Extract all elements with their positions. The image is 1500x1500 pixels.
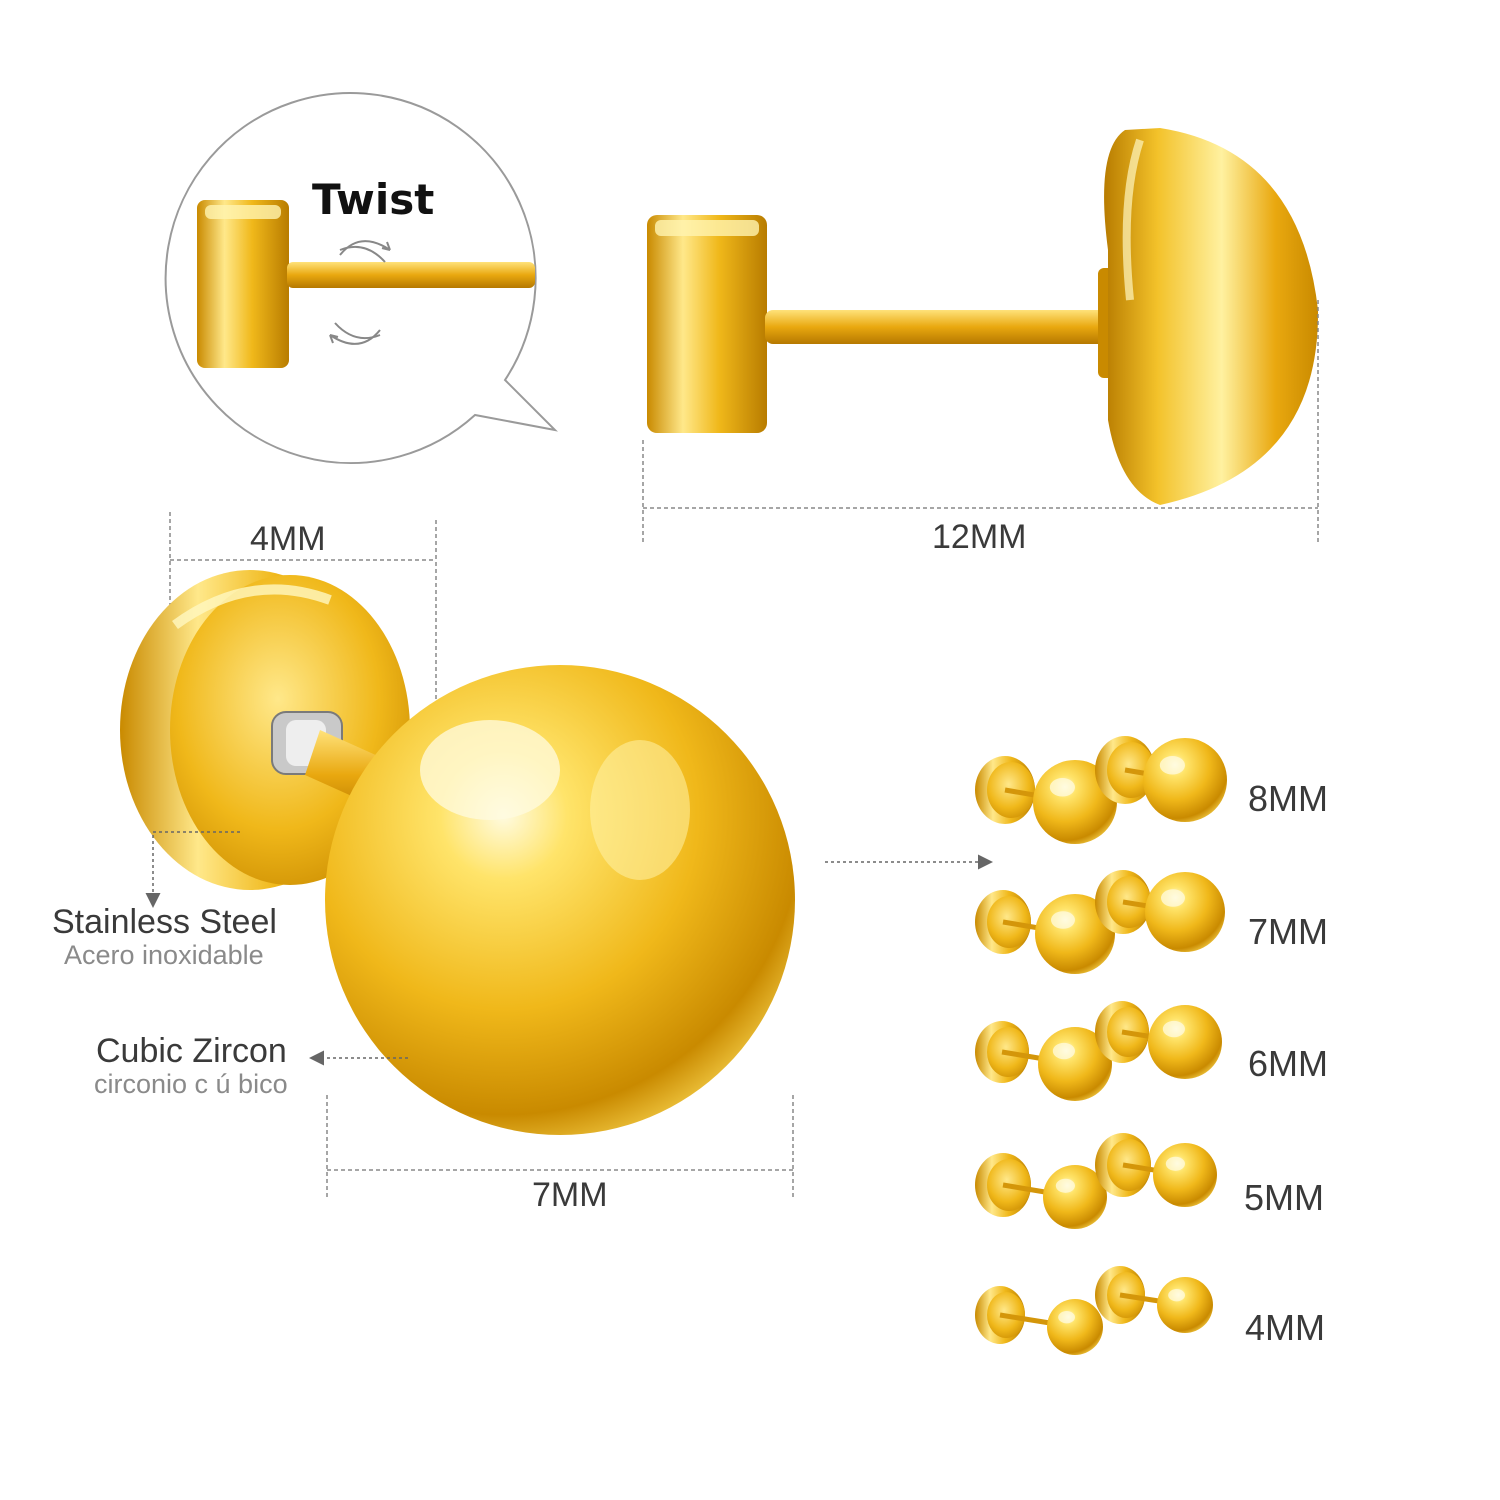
size-label-7mm: 7MM <box>1248 911 1328 952</box>
size-pair-7mm <box>975 870 1225 974</box>
size-pair-8mm <box>975 736 1227 844</box>
twist-callout-bubble <box>164 92 558 465</box>
ball-material-translation: circonio c ú bico <box>94 1069 288 1099</box>
size-earring <box>1095 870 1225 952</box>
length-dimension-label: 12MM <box>932 518 1027 556</box>
backing-material-translation: Acero inoxidable <box>64 940 264 970</box>
size-pair-6mm <box>975 1001 1222 1101</box>
size-pair-5mm <box>975 1133 1217 1229</box>
size-earring <box>1095 736 1227 822</box>
ball-diameter-dimension-label: 7MM <box>532 1176 608 1214</box>
main-ball <box>325 665 795 1135</box>
side-view-earring <box>647 128 1319 505</box>
size-earring <box>975 1021 1112 1101</box>
size-earring <box>975 890 1115 974</box>
size-earring <box>1095 1266 1213 1333</box>
size-earring <box>1095 1133 1217 1207</box>
length-dimension-guide <box>642 300 1319 545</box>
size-label-5mm: 5MM <box>1244 1177 1324 1218</box>
size-variants <box>975 736 1227 1355</box>
twist-label: Twist <box>312 175 435 224</box>
callout-back-disc <box>197 200 289 368</box>
size-label-8mm: 8MM <box>1248 778 1328 819</box>
size-earring <box>975 1153 1107 1229</box>
main-earring <box>120 570 795 1135</box>
size-pair-4mm <box>975 1266 1213 1355</box>
twist-arrows-icon <box>329 240 391 345</box>
size-earring <box>975 1286 1103 1355</box>
stainless-steel-pointer <box>145 831 240 908</box>
ball-material-label: Cubic Zircon <box>96 1032 287 1070</box>
backing-material-label: Stainless Steel <box>52 903 277 941</box>
back-width-dimension-label: 4MM <box>250 520 326 558</box>
size-earring <box>1095 1001 1222 1079</box>
ball-diameter-dimension-guide <box>326 1095 794 1200</box>
size-label-4mm: 4MM <box>1245 1307 1325 1348</box>
callout-post <box>287 262 535 288</box>
size-label-6mm: 6MM <box>1248 1043 1328 1084</box>
size-earring <box>975 756 1117 844</box>
